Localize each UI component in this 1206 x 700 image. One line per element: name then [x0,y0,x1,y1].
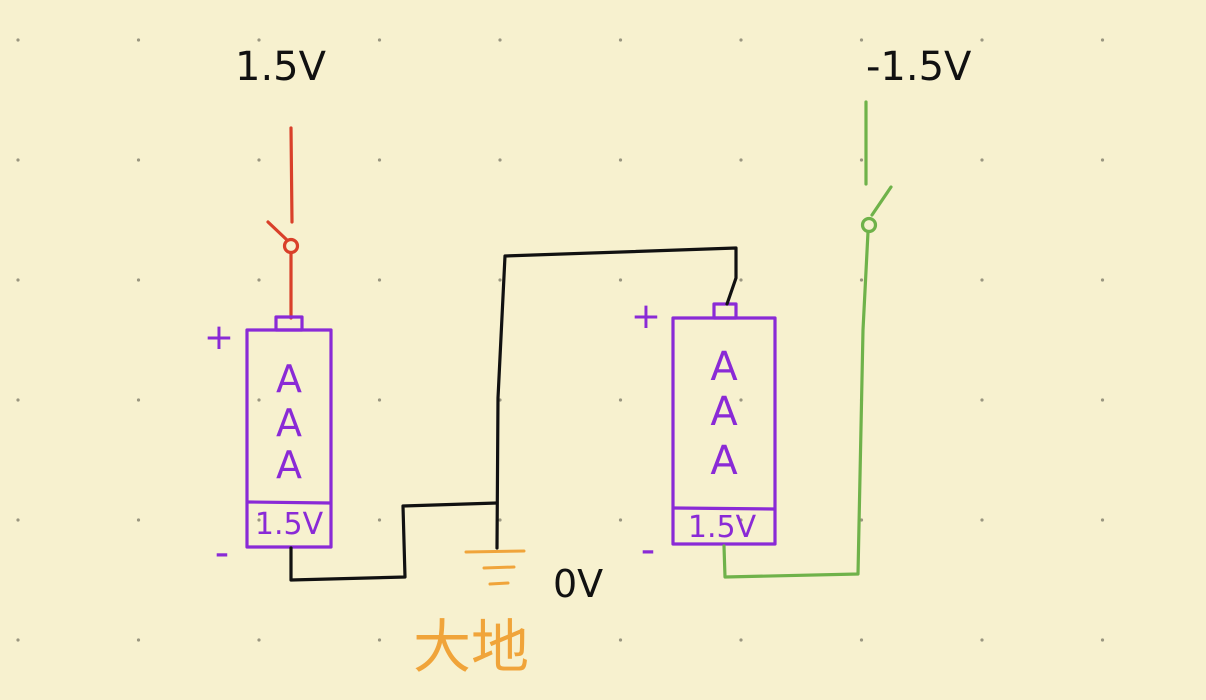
battery-left-voltage: 1.5V [255,507,324,542]
grid-dot [257,38,261,42]
battery-left-letter-2: A [276,401,302,445]
ground-symbol-line-1 [464,549,526,554]
grid-dot [136,278,141,282]
battery-right-terminal [712,302,738,320]
grid-dot [498,518,502,522]
grid-dot [980,638,984,642]
battery-right-letter-2: A [710,389,738,435]
grid-dot [618,278,623,282]
negative-wire-lower [722,230,870,579]
grid-dot [136,158,141,162]
ground-symbol [464,549,526,586]
positive-switch-contact [282,237,300,255]
grid-dot [618,638,623,642]
grid-dot [739,518,743,522]
ground-symbol-line-3 [488,581,510,586]
negative-switch-lever [870,185,893,217]
dot-grid [16,38,1105,642]
grid-dot [16,278,20,282]
grid-dot [980,38,984,42]
battery-right-plus: + [631,296,661,337]
battery-left-terminal [274,315,304,332]
grid-dot [739,398,743,402]
grid-dot [377,518,382,522]
grid-dot [257,158,261,162]
positive-switch-lever [266,220,289,242]
grid-dot [1100,638,1105,642]
grid-dot [980,518,984,522]
battery-left-plus: + [204,317,234,358]
grid-dot [618,518,623,522]
grid-dot [498,38,502,42]
grid-dot [739,38,743,42]
battery-left-letter-1: A [276,357,302,401]
grid-dot [257,278,261,282]
left-battery-ground-wire [289,501,499,582]
grid-dot [377,38,382,42]
grid-dot [859,38,864,42]
grid-dot [980,278,984,282]
grid-dot [16,398,20,402]
ground-wires [289,246,738,582]
grid-dot [377,278,382,282]
grid-dot [1100,38,1105,42]
ground-symbol-line-2 [482,565,516,570]
grid-dot [136,398,141,402]
grid-dot [739,278,743,282]
grid-dot [618,158,623,162]
ground-label: 大地 [413,613,529,681]
right-battery-plus-wire [495,246,738,550]
negative-output-wire [722,100,893,579]
battery-right-minus: - [641,527,655,573]
grid-dot [257,638,261,642]
grid-dot [859,638,864,642]
grid-dot [618,398,623,402]
grid-dot [739,638,743,642]
grid-dot [377,638,382,642]
grid-dot [136,638,141,642]
grid-dot [136,38,141,42]
grid-dot [16,518,20,522]
battery-left-minus: - [215,530,229,576]
battery-right [671,302,777,546]
grid-dot [377,398,382,402]
grid-dot [257,398,261,402]
grid-dot [498,158,502,162]
grid-dot [859,278,864,282]
grid-dot [498,638,502,642]
negative-switch-contact [860,216,878,234]
grid-dot [1100,518,1105,522]
grid-dot [16,638,20,642]
ground-voltage-label: 0V [553,562,603,606]
grid-dot [1100,398,1105,402]
grid-dot [1100,278,1105,282]
positive-wire-upper [289,126,294,224]
grid-dot [16,158,20,162]
grid-dot [1100,158,1105,162]
grid-dot [377,158,382,162]
battery-right-letter-1: A [710,344,738,390]
grid-dot [980,158,984,162]
positive-voltage-label: 1.5V [235,44,327,90]
grid-dot [980,398,984,402]
grid-dot [859,158,864,162]
grid-dot [16,38,20,42]
battery-right-voltage: 1.5V [688,510,757,545]
battery-left-divider [246,500,332,505]
grid-dot [618,38,623,42]
battery-right-letter-3: A [710,438,738,484]
grid-dot [257,518,261,522]
grid-dot [739,158,743,162]
battery-right-divider [672,506,776,511]
positive-output-wire [266,126,300,320]
negative-voltage-label: -1.5V [866,44,972,90]
battery-left [245,315,333,549]
battery-left-letter-3: A [276,443,302,487]
grid-dot [498,278,502,282]
grid-dot [136,518,141,522]
